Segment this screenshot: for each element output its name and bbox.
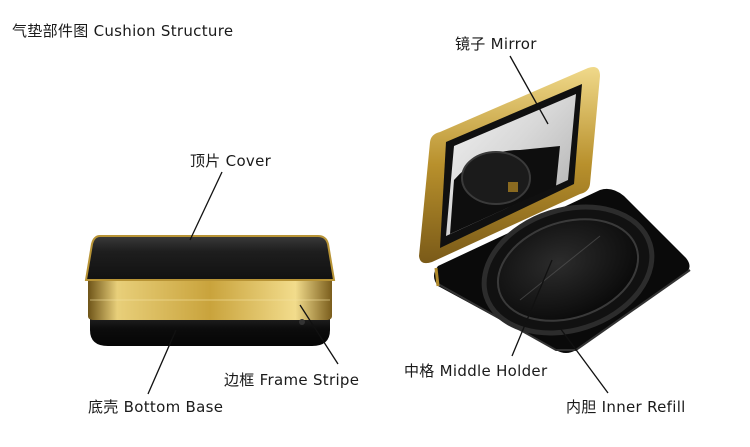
inner-refill-shape <box>496 218 640 322</box>
cover-label: 顶片 Cover <box>190 152 272 170</box>
inner-refill-label: 内胆 Inner Refill <box>566 398 686 416</box>
bottom-base-shape <box>90 312 330 346</box>
closed-compact <box>84 235 336 346</box>
diagram-title: 气垫部件图 Cushion Structure <box>12 22 234 40</box>
cover-leader <box>189 171 223 241</box>
mirror-label: 镜子 Mirror <box>455 35 537 53</box>
open-compact <box>419 67 691 353</box>
cover-shape <box>84 235 336 281</box>
middle-holder-label: 中格 Middle Holder <box>404 362 548 380</box>
middle-holder-leader <box>511 259 553 357</box>
bottom-base-leader <box>147 329 177 395</box>
bottom-base-label: 底壳 Bottom Base <box>88 398 224 416</box>
frame-stripe-label: 边框 Frame Stripe <box>224 371 360 389</box>
inner-refill-leader <box>559 327 609 394</box>
frame-stripe-shape <box>88 276 332 320</box>
leader-lines <box>147 55 609 395</box>
mirror-leader <box>509 55 549 125</box>
frame-stripe-leader <box>299 304 339 365</box>
